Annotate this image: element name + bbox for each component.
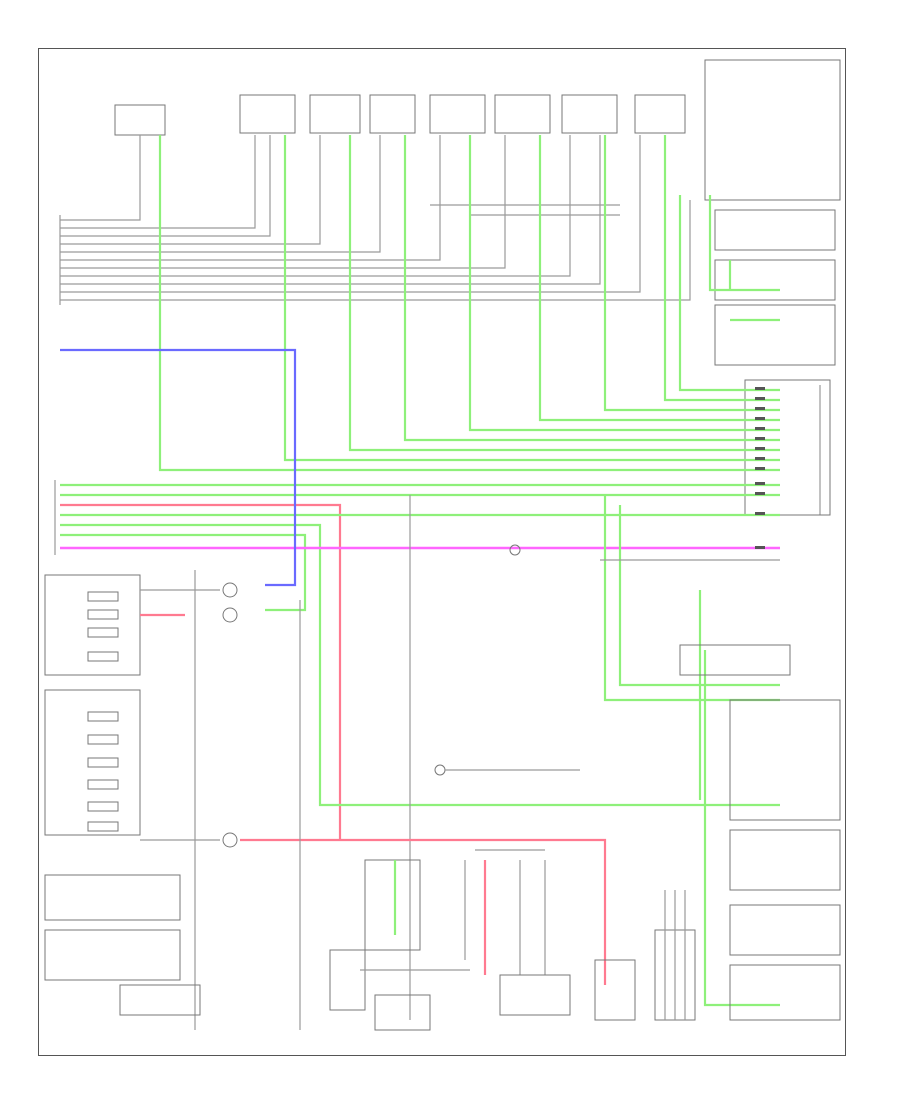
component-l2 bbox=[44, 689, 141, 836]
pin-markers bbox=[755, 387, 765, 549]
component-c3 bbox=[309, 94, 361, 134]
component-c4 bbox=[369, 94, 416, 134]
component-r2 bbox=[714, 209, 836, 251]
component-r9 bbox=[729, 964, 841, 1021]
component-b7 bbox=[119, 984, 201, 1016]
left-mid-wires bbox=[54, 348, 780, 1020]
green-wires-top bbox=[158, 135, 780, 472]
component-r7 bbox=[729, 829, 841, 891]
left-lower-components bbox=[44, 570, 607, 1030]
gray-signal-bus bbox=[118, 135, 691, 301]
right-connector-block bbox=[704, 59, 841, 516]
component-m1 bbox=[509, 544, 521, 556]
component-r3 bbox=[714, 259, 836, 301]
component-r8 bbox=[729, 904, 841, 956]
component-r4 bbox=[714, 304, 836, 366]
component-b4 bbox=[499, 974, 571, 1016]
component-r10 bbox=[679, 644, 791, 676]
component-c5 bbox=[429, 94, 486, 134]
component-m2 bbox=[434, 764, 446, 776]
component-c1 bbox=[114, 104, 166, 136]
component-b3 bbox=[374, 994, 431, 1031]
left-connector bbox=[59, 215, 118, 305]
component-l1 bbox=[44, 574, 141, 676]
center-components bbox=[434, 544, 580, 776]
component-r5 bbox=[744, 379, 831, 516]
component-l3 bbox=[44, 874, 181, 921]
component-r6 bbox=[729, 699, 841, 821]
diagram-frame bbox=[38, 48, 846, 1056]
top-components bbox=[114, 94, 686, 136]
component-c2 bbox=[239, 94, 296, 134]
component-b5 bbox=[594, 959, 636, 1021]
component-c6 bbox=[494, 94, 551, 134]
bottom-components bbox=[119, 849, 696, 1031]
component-l4 bbox=[44, 929, 181, 981]
component-c7 bbox=[561, 94, 618, 134]
component-b2 bbox=[329, 949, 366, 1011]
component-b1 bbox=[364, 859, 421, 951]
right-verticals bbox=[600, 495, 841, 1021]
component-r1 bbox=[704, 59, 841, 201]
component-c8 bbox=[634, 94, 686, 134]
